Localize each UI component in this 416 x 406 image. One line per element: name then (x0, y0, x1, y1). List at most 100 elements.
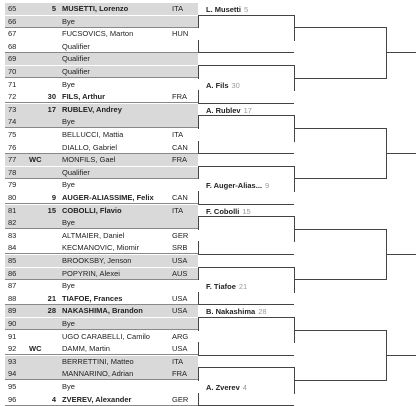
draw-position: 74 (8, 117, 17, 127)
bracket-connector (198, 191, 199, 205)
bracket-connector (198, 354, 294, 356)
bracket-connector (198, 291, 199, 306)
winner-name: F. Auger-Alias... (206, 181, 262, 191)
player-name: Bye (62, 382, 75, 391)
winner-seed: 5 (244, 5, 249, 14)
player-name: AUGER-ALIASSIME, Felix (62, 193, 154, 202)
bracket-connector (198, 14, 199, 29)
bracket-connector (198, 140, 199, 155)
draw-position: 84 (8, 243, 17, 253)
winner-name: F. Cobolli (206, 206, 240, 216)
seed-number: 9 (51, 193, 56, 202)
player-name: Bye (62, 218, 75, 228)
round2-winner (206, 29, 294, 41)
draw-position: 67 (8, 29, 17, 39)
player-name: Bye (62, 16, 75, 26)
bracket-connector (198, 165, 294, 167)
bracket-connector (294, 228, 386, 230)
bracket-connector (198, 102, 294, 104)
seed-number: 17 (47, 104, 56, 114)
player-name: KECMANOVIC, Miomir (62, 243, 140, 253)
winner-seed: 30 (231, 80, 240, 90)
draw-position: 89 (8, 306, 17, 316)
player-name: MUSETTI, Lorenzo (62, 4, 129, 13)
country-code: ARG (172, 331, 189, 341)
bracket-connector (198, 304, 294, 306)
draw-position: 68 (8, 41, 17, 51)
player-name: MANNARINO, Adrian (62, 369, 134, 379)
draw-position: 93 (8, 356, 17, 366)
bracket-connector (294, 77, 386, 79)
player-name: ZVEREV, Alexander (62, 394, 132, 404)
country-code: ITA (172, 205, 184, 215)
bracket-connector (386, 254, 416, 255)
round2-winner (206, 231, 294, 243)
player-name: FILS, Arthur (62, 92, 106, 102)
winner-name: A. Fils (206, 80, 229, 90)
bracket-connector (198, 165, 199, 180)
draw-position: 91 (8, 331, 17, 341)
country-code: USA (172, 306, 188, 316)
player-name: POPYRIN, Alexei (62, 268, 120, 278)
player-name: Bye (62, 79, 75, 89)
draw-position: 85 (8, 256, 17, 265)
bracket-connector (198, 254, 294, 255)
draw-position: 94 (8, 369, 17, 379)
draw-position: 69 (8, 54, 17, 64)
bracket-connector (198, 216, 294, 218)
draw-position: 75 (8, 130, 17, 139)
draw-position: 79 (8, 180, 17, 190)
draw-position: 78 (8, 167, 17, 177)
country-code: ITA (172, 4, 184, 13)
bracket-connector (198, 14, 294, 16)
draw-position: 77 (8, 155, 17, 165)
bracket-connector (294, 128, 386, 129)
player-name: ALTMAIER, Daniel (62, 230, 125, 240)
bracket-connector (294, 279, 386, 281)
seed-number: 15 (47, 205, 56, 215)
winner-seed: 17 (243, 105, 252, 115)
country-code: SRB (172, 243, 188, 253)
bracket-connector (198, 39, 199, 54)
country-code: USA (172, 256, 188, 265)
bracket-connector (198, 241, 199, 255)
draw-row: 78 Qualifier (5, 166, 198, 179)
player-name: DAMM, Martin (62, 344, 110, 354)
player-name: BELLUCCI, Mattia (62, 130, 124, 139)
draw-position: 92 (8, 344, 17, 354)
player-name: NAKASHIMA, Brandon (62, 306, 143, 316)
draw-row: 82 Bye (5, 217, 198, 230)
draw-position: 82 (8, 218, 17, 228)
draw-position: 71 (8, 79, 17, 89)
player-name: BERRETTINI, Matteo (62, 356, 134, 366)
bracket-connector (198, 90, 199, 104)
round2-winner (206, 130, 294, 142)
country-code: FRA (172, 155, 187, 165)
bracket-connector (198, 65, 199, 79)
draw-position: 87 (8, 281, 17, 291)
country-code: GER (172, 394, 189, 404)
player-name: Qualifier (62, 167, 90, 177)
player-name: Qualifier (62, 67, 90, 76)
winner-name: B. Nakashima (206, 307, 256, 317)
winner-name: L. Musetti (206, 5, 241, 14)
bracket-connector (198, 317, 199, 331)
entry-tag: WC (29, 344, 42, 354)
